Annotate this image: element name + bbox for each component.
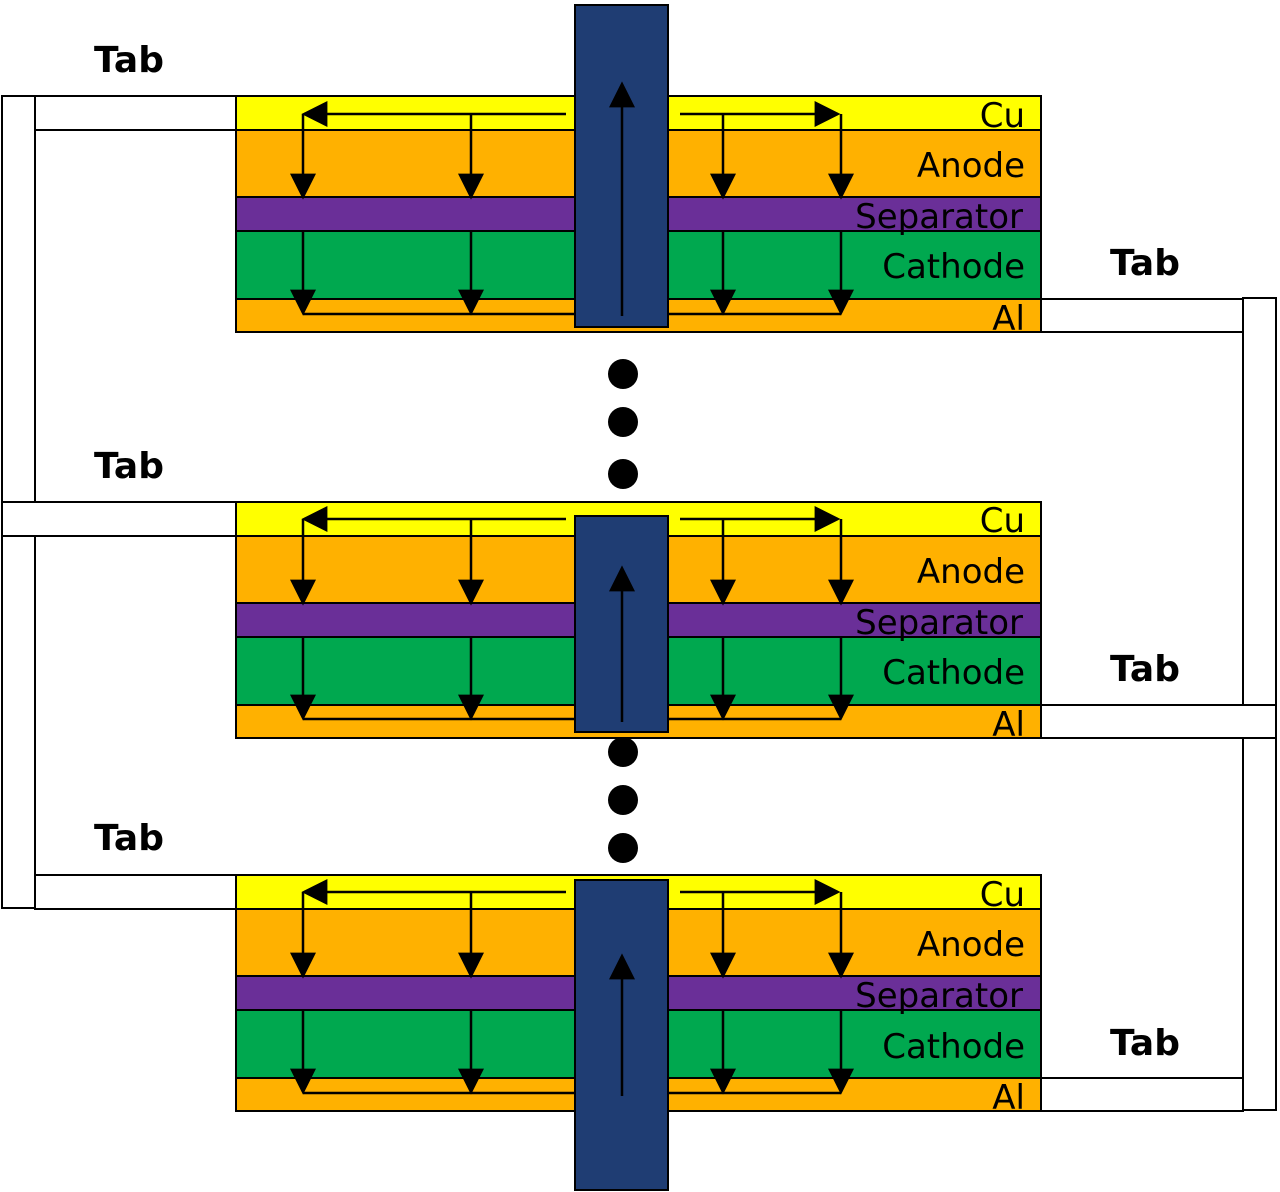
cathode-label: Cathode [882, 1027, 1025, 1067]
right-tab-strip [1040, 1077, 1244, 1112]
right-tab-strip [1040, 704, 1277, 739]
right-tab-label: Tab [1110, 243, 1180, 284]
current-flow-arrows [290, 879, 854, 1095]
cu-label: Cu [980, 875, 1025, 915]
separator-label: Separator [855, 976, 1023, 1016]
anode-label: Anode [917, 146, 1025, 186]
right-tab-label: Tab [1110, 649, 1180, 690]
right-tab-strip [1040, 298, 1244, 333]
cathode-label: Cathode [882, 247, 1025, 287]
right-tab-label: Tab [1110, 1023, 1180, 1064]
left-tab-label: Tab [94, 446, 164, 487]
al-label: Al [992, 705, 1025, 745]
left-tab-strip [1, 501, 237, 537]
left-tab-label: Tab [94, 818, 164, 859]
cu-label: Cu [980, 501, 1025, 541]
left-tab-strip [34, 95, 237, 131]
al-label: Al [992, 1078, 1025, 1118]
current-flow-arrows [290, 506, 854, 721]
left-tab-label: Tab [94, 40, 164, 81]
al-label: Al [992, 299, 1025, 339]
left-tab-strip [34, 874, 237, 910]
anode-label: Anode [917, 552, 1025, 592]
current-flow-arrows [290, 101, 854, 316]
cathode-label: Cathode [882, 653, 1025, 693]
separator-label: Separator [855, 603, 1023, 643]
continuation-dots [608, 359, 638, 489]
cell-3: Cu Anode Separator Cathode Al Tab Tab [34, 818, 1244, 1191]
anode-label: Anode [917, 925, 1025, 965]
continuation-dots [608, 737, 638, 863]
cell-1: Cu Anode Separator Cathode Al Tab Tab [34, 4, 1244, 339]
separator-label: Separator [855, 197, 1023, 237]
cu-label: Cu [980, 96, 1025, 136]
cell-2: Cu Anode Separator Cathode Al Tab Tab [1, 446, 1277, 745]
